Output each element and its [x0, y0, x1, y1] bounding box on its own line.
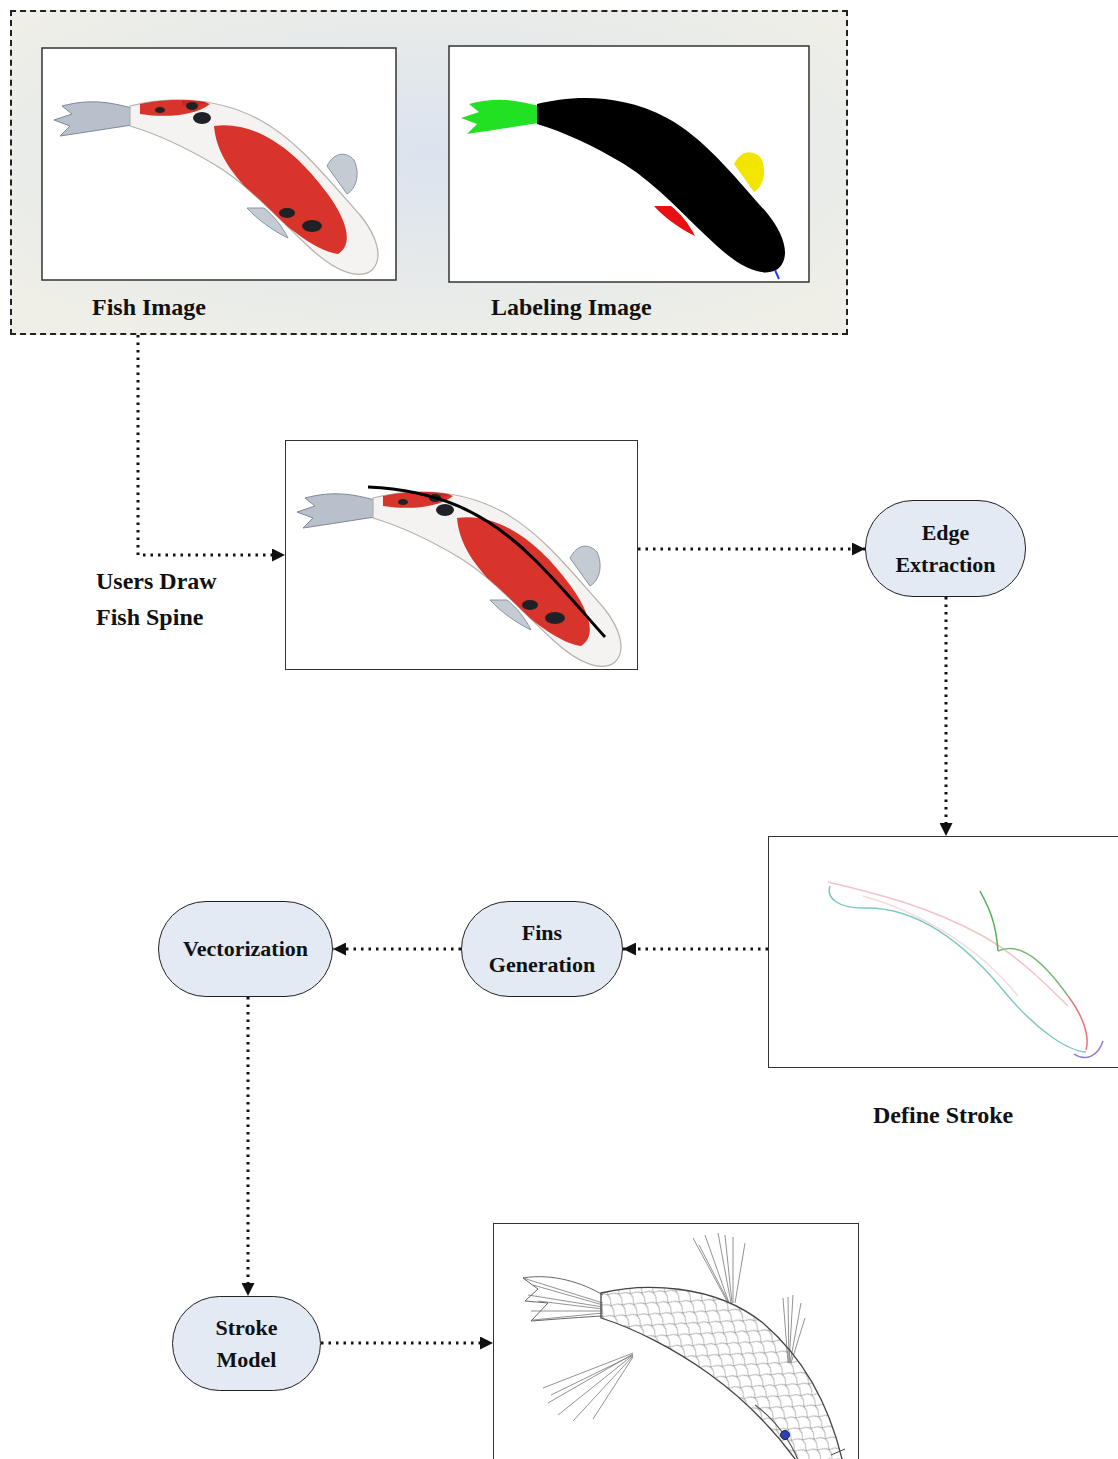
- dotted-arrow: [623, 948, 768, 951]
- group-background: [10, 10, 848, 335]
- dotted-arrow: [321, 1342, 493, 1345]
- dotted-arrow: [333, 948, 461, 951]
- process-label: Fins Generation: [478, 917, 606, 981]
- process-label: Vectorization: [183, 933, 308, 965]
- process-box: Vectorization: [158, 901, 333, 997]
- fish-photo: [42, 48, 396, 280]
- process-box: Fins Generation: [461, 901, 623, 997]
- image-caption: Users Draw Fish Spine: [96, 563, 266, 635]
- process-label: Edge Extraction: [882, 517, 1009, 581]
- process-box: Edge Extraction: [865, 500, 1026, 597]
- image-caption: Fish Image: [92, 289, 206, 325]
- spine-photo: [285, 440, 638, 670]
- image-caption: Labeling Image: [491, 289, 652, 325]
- image-caption: Define Stroke: [873, 1097, 1013, 1133]
- image-panel: Define Stroke: [768, 836, 1118, 1068]
- koi-sketch: [493, 1223, 859, 1459]
- labeling-photo: [449, 46, 809, 282]
- dotted-arrow: [945, 597, 948, 836]
- dotted-arrow: [247, 997, 250, 1296]
- stroke-outline: [768, 836, 1118, 1068]
- process-label: Stroke Model: [189, 1312, 304, 1376]
- image-panel: [493, 1223, 859, 1459]
- process-box: Stroke Model: [172, 1296, 321, 1391]
- dotted-arrow: [638, 548, 865, 551]
- image-panel: Users Draw Fish Spine: [285, 440, 638, 670]
- image-group: Fish Image Labeling Image: [10, 10, 848, 335]
- dotted-arrow: [138, 335, 285, 555]
